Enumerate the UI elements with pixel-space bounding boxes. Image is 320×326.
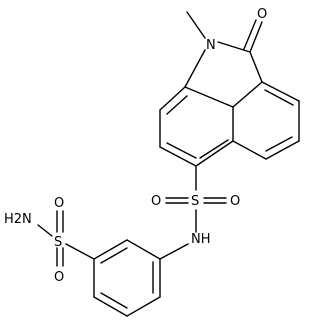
- label-sulfamoyl-o-top: O: [54, 196, 64, 211]
- bond-r3: [265, 140, 300, 160]
- bond-b5-inner: [100, 247, 128, 264]
- label-sulfonyl-s: S: [191, 194, 199, 209]
- label-sulfamoyl-o-bottom: O: [54, 270, 64, 285]
- bond-b3-inner: [100, 292, 128, 309]
- bond-l4-inner: [199, 139, 229, 159]
- bond-ring-fusion: [184, 86, 234, 108]
- label-ring-n: N: [206, 38, 216, 53]
- label-carbonyl-o: O: [257, 7, 267, 22]
- label-sulfonyl-o-right: O: [230, 194, 240, 209]
- label-amino-nh2: H2N: [4, 212, 32, 227]
- label-sulfamoyl-s: S: [54, 235, 62, 250]
- bond-l4: [195, 140, 234, 167]
- bond-r3-inner: [265, 136, 293, 152]
- bond-c-o-1: [249, 21, 263, 53]
- chemical-structure-diagram: N O S O O NH S O O H2N: [4, 7, 300, 317]
- bond-n-ring: [184, 49, 206, 88]
- bond-methyl-n: [186, 11, 206, 39]
- bond-c-o-2: [243, 19, 257, 50]
- bond-r1-inner: [264, 89, 294, 106]
- bond-b3: [93, 296, 128, 317]
- bond-r1: [261, 81, 300, 102]
- bond-ring-fusion-2: [232, 81, 263, 108]
- bond-nh-ring: [159, 243, 189, 260]
- bond-s2-nh2: [37, 224, 53, 237]
- bond-l1-inner: [166, 95, 188, 115]
- atom-labels: N O S O O NH S O O H2N: [4, 7, 267, 285]
- bond-l3: [159, 146, 197, 167]
- bond-b6: [126, 239, 161, 260]
- label-amide-nh: NH: [191, 232, 211, 247]
- bond-l3-inner: [166, 142, 197, 159]
- bond-ring-s2: [65, 243, 95, 260]
- bonds: [37, 11, 300, 317]
- bond-n-carbonyl-c: [217, 41, 251, 53]
- bond-r4: [232, 140, 267, 160]
- bond-carbonyl-c-ring: [249, 51, 263, 83]
- bond-b5: [93, 239, 128, 260]
- bond-l1: [159, 86, 186, 111]
- label-sulfonyl-o-left: O: [151, 194, 161, 209]
- bond-b2: [126, 296, 161, 317]
